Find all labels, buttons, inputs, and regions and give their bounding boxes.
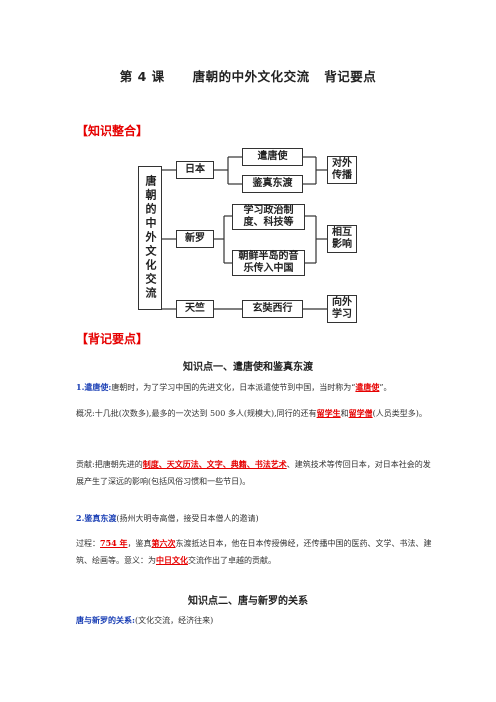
result-outward-spread: 对外传播 bbox=[327, 156, 357, 184]
tag-memorize-points: 【背记要点】 bbox=[76, 332, 149, 346]
envoys-end: ”。 bbox=[379, 383, 392, 392]
section1-para-jianzhen: 2.鉴真东渡(扬州大明寺高僧，接受日本僧人的邀请) bbox=[76, 510, 436, 527]
relations-label: 唐与新罗的关系: bbox=[76, 615, 135, 625]
process-label: 过程： bbox=[76, 539, 100, 548]
branch-india: 天竺 bbox=[176, 300, 214, 318]
item-jianzhen: 鉴真东渡 bbox=[242, 175, 303, 193]
section1-heading: 知识点一、遣唐使和鉴真东渡 bbox=[183, 362, 313, 373]
overview-monks: 留学僧 bbox=[348, 408, 373, 418]
item-korean-music: 朝鲜半岛的音乐传入中国 bbox=[232, 250, 305, 276]
lesson-name: 唐朝的中外文化交流 bbox=[192, 69, 310, 84]
envoys-text: 唐朝时，为了学习中国的先进文化，日本派遣使节到中国，当时称为“ bbox=[111, 383, 356, 392]
section2-heading: 知识点二、唐与新罗的关系 bbox=[188, 596, 308, 607]
jianzhen-label: 2.鉴真东渡 bbox=[76, 513, 117, 523]
section1-para-process: 过程：754 年，鉴真第六次东渡抵达日本，他在日本传授佛经，还传播中国的医药、文… bbox=[76, 535, 436, 569]
process-text-a: ，鉴真 bbox=[127, 539, 152, 548]
title-suffix: 背记要点 bbox=[324, 69, 377, 84]
branch-japan: 日本 bbox=[176, 161, 214, 179]
contribution-keywords: 制度、天文历法、文字、典籍、书法艺术 bbox=[142, 459, 287, 469]
section1-para-contribution: 贡献:把唐朝先进的制度、天文历法、文字、典籍、书法艺术、建筑技术等传回日本，对日… bbox=[76, 456, 436, 490]
contribution-text: 贡献:把唐朝先进的 bbox=[76, 460, 143, 469]
page-title: 第 4 课 唐朝的中外文化交流 背记要点 bbox=[0, 66, 496, 85]
overview-end: (人员类型多)。 bbox=[372, 409, 427, 418]
result-mutual-influence: 相互影响 bbox=[327, 225, 357, 253]
branch-silla: 新罗 bbox=[176, 230, 214, 248]
lesson-number: 第 4 课 bbox=[119, 69, 165, 84]
section2-para-relations: 唐与新罗的关系:(文化交流，经济往来) bbox=[76, 612, 436, 629]
result-learn-abroad: 向外学习 bbox=[327, 295, 357, 323]
process-year: 754 年 bbox=[100, 538, 128, 548]
process-sino-japanese: 中日文化 bbox=[156, 555, 188, 565]
overview-text: 概况:十几批(次数多),最多的一次达到 500 多人(规模大),同行的还有 bbox=[76, 409, 317, 418]
contribution-end: 、建筑技术等传回日本，对日本社会的发展产生了深远的影响(包括风俗习惯和一些节日)… bbox=[76, 460, 431, 486]
jianzhen-text: (扬州大明寺高僧，接受日本僧人的邀请) bbox=[116, 514, 259, 523]
section1-para-envoys: 1.遣唐使:唐朝时，为了学习中国的先进文化，日本派遣使节到中国，当时称为“遣唐使… bbox=[76, 379, 436, 396]
envoys-label: 1.遣唐使: bbox=[76, 382, 112, 392]
tag-knowledge-integration: 【知识整合】 bbox=[76, 124, 149, 138]
envoys-keyword: 遣唐使 bbox=[355, 382, 380, 392]
item-envoys: 遣唐使 bbox=[242, 148, 303, 166]
process-end: 交流作出了卓越的贡献。 bbox=[188, 556, 276, 565]
diagram-root-box: 唐朝的中外文化交流 bbox=[138, 166, 162, 310]
relations-text: (文化交流，经济往来) bbox=[134, 616, 214, 625]
overview-students: 留学生 bbox=[316, 408, 341, 418]
item-learn-systems: 学习政治制度、科技等 bbox=[232, 204, 305, 230]
process-text-b: 东渡抵达日本，他在日本传授佛经，还传播中国的医药、文学、书法、建筑、绘画等。意义… bbox=[76, 539, 432, 565]
section1-para-overview: 概况:十几批(次数多),最多的一次达到 500 多人(规模大),同行的还有留学生… bbox=[76, 405, 436, 422]
process-sixth: 第六次 bbox=[151, 538, 176, 548]
item-xuanzang: 玄奘西行 bbox=[242, 300, 303, 318]
overview-and: 和 bbox=[340, 409, 349, 418]
